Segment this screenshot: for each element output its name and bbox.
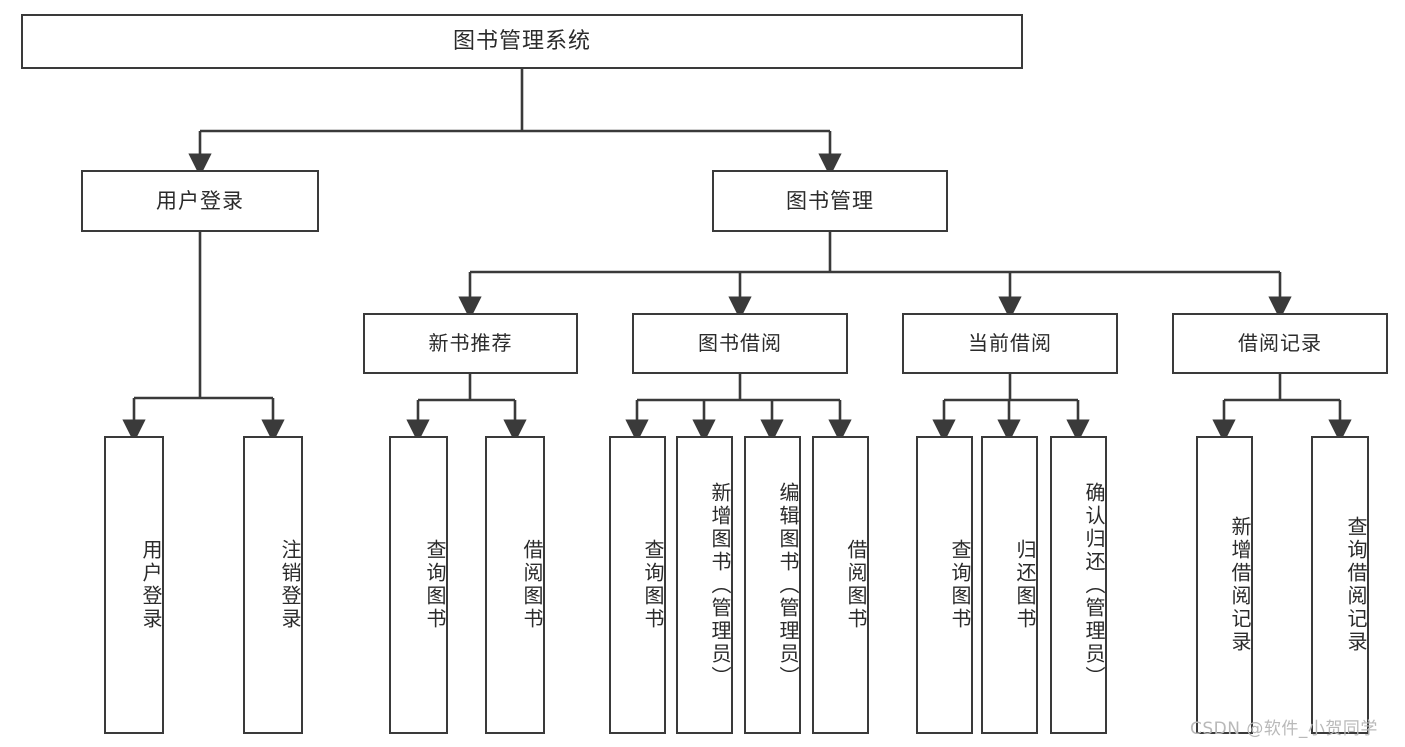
node-user-login-label: 用户登录	[156, 188, 244, 213]
leaf-current-borrow-confirm[interactable]: 确认归还（管理员）	[1050, 436, 1107, 734]
node-current-borrow[interactable]: 当前借阅	[902, 313, 1118, 374]
node-user-login[interactable]: 用户登录	[81, 170, 319, 232]
node-root-label: 图书管理系统	[452, 28, 591, 54]
leaf-label: 编辑图书（管理员）	[776, 481, 800, 689]
leaf-new-book-query[interactable]: 查询图书	[389, 436, 448, 734]
node-new-book-recommend[interactable]: 新书推荐	[363, 313, 578, 374]
leaf-label: 归还图书	[1013, 539, 1037, 631]
leaf-label: 借阅图书	[844, 539, 868, 631]
leaf-label: 查询图书	[423, 539, 447, 631]
node-root[interactable]: 图书管理系统	[21, 14, 1023, 69]
node-borrow-record-label: 借阅记录	[1238, 331, 1322, 355]
node-new-book-recommend-label: 新书推荐	[428, 331, 513, 355]
leaf-label: 确认归还（管理员）	[1082, 481, 1106, 689]
leaf-label: 新增借阅记录	[1228, 516, 1252, 654]
watermark-text: CSDN @软件_小贺同学	[1190, 719, 1378, 739]
node-book-borrow-label: 图书借阅	[698, 331, 782, 355]
leaf-book-borrow-borrow[interactable]: 借阅图书	[812, 436, 869, 734]
leaf-label: 用户登录	[139, 539, 163, 631]
leaf-current-borrow-query[interactable]: 查询图书	[916, 436, 973, 734]
leaf-label: 借阅图书	[520, 539, 544, 631]
leaf-label: 注销登录	[278, 539, 302, 631]
leaf-borrow-record-add[interactable]: 新增借阅记录	[1196, 436, 1253, 734]
node-book-management[interactable]: 图书管理	[712, 170, 948, 232]
leaf-borrow-record-query[interactable]: 查询借阅记录	[1311, 436, 1369, 734]
leaf-book-borrow-add[interactable]: 新增图书（管理员）	[676, 436, 733, 734]
leaf-book-borrow-query[interactable]: 查询图书	[609, 436, 666, 734]
node-current-borrow-label: 当前借阅	[968, 331, 1052, 355]
leaf-user-login-login[interactable]: 用户登录	[104, 436, 164, 734]
leaf-label: 查询图书	[948, 539, 972, 631]
leaf-label: 新增图书（管理员）	[708, 481, 732, 689]
leaf-user-login-logout[interactable]: 注销登录	[243, 436, 303, 734]
node-borrow-record[interactable]: 借阅记录	[1172, 313, 1388, 374]
leaf-label: 查询借阅记录	[1344, 516, 1368, 654]
leaf-label: 查询图书	[641, 539, 665, 631]
node-book-borrow[interactable]: 图书借阅	[632, 313, 848, 374]
leaf-new-book-borrow[interactable]: 借阅图书	[485, 436, 545, 734]
node-book-management-label: 图书管理	[786, 188, 874, 213]
leaf-current-borrow-return[interactable]: 归还图书	[981, 436, 1038, 734]
leaf-book-borrow-edit[interactable]: 编辑图书（管理员）	[744, 436, 801, 734]
